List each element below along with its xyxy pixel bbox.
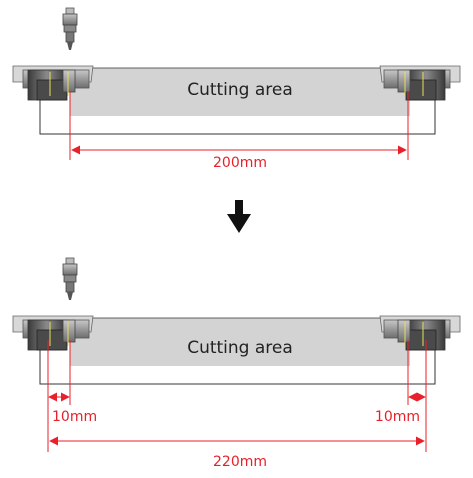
- cutting-area-label: Cutting area: [187, 338, 293, 358]
- pinch-roller-icon: [12, 315, 94, 351]
- width-label: 220mm: [213, 454, 267, 470]
- cutting-area-label: Cutting area: [187, 80, 293, 100]
- pinch-roller-icon: [379, 315, 461, 351]
- top-panel: Cutting area 200mm: [12, 7, 461, 171]
- cutting-area: [70, 68, 410, 116]
- cutting-area: [70, 318, 410, 366]
- pinch-roller-icon: [379, 65, 461, 101]
- pinch-roller-icon: [12, 65, 94, 101]
- right-margin-label: 10mm: [375, 409, 420, 425]
- blade-holder-icon: [62, 257, 78, 301]
- down-arrow-icon: [227, 200, 251, 233]
- width-label: 200mm: [213, 155, 267, 171]
- left-margin-label: 10mm: [52, 409, 97, 425]
- blade-holder-icon: [62, 7, 78, 51]
- bottom-panel: Cutting area 10mm 10mm 220mm: [12, 257, 461, 470]
